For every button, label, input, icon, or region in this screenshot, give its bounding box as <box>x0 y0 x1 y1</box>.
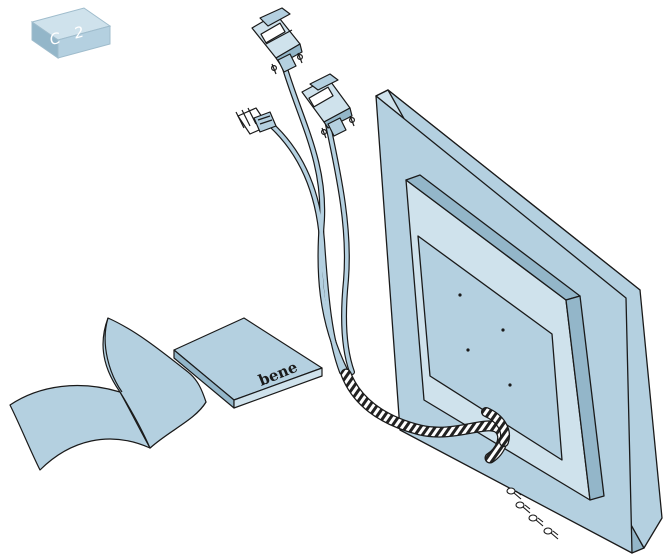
mount-hole <box>508 383 512 387</box>
mounting-screws <box>506 487 559 540</box>
mount-hole <box>501 328 505 332</box>
screw-icon <box>515 501 531 514</box>
label-tag: C 2 <box>30 7 112 59</box>
screw-icon <box>506 487 522 500</box>
vga-connector-icon <box>301 73 356 139</box>
rj45-plug-icon <box>235 107 277 135</box>
manual-booklet <box>9 317 207 471</box>
screw-icon <box>528 514 544 527</box>
mount-hole <box>466 348 470 352</box>
mount-hole <box>458 293 462 297</box>
vga-connector-icon <box>251 7 304 75</box>
screw-icon <box>543 527 559 540</box>
monitor-panel <box>375 89 663 554</box>
video-cables <box>265 59 510 464</box>
cd-case: bene <box>173 317 323 409</box>
